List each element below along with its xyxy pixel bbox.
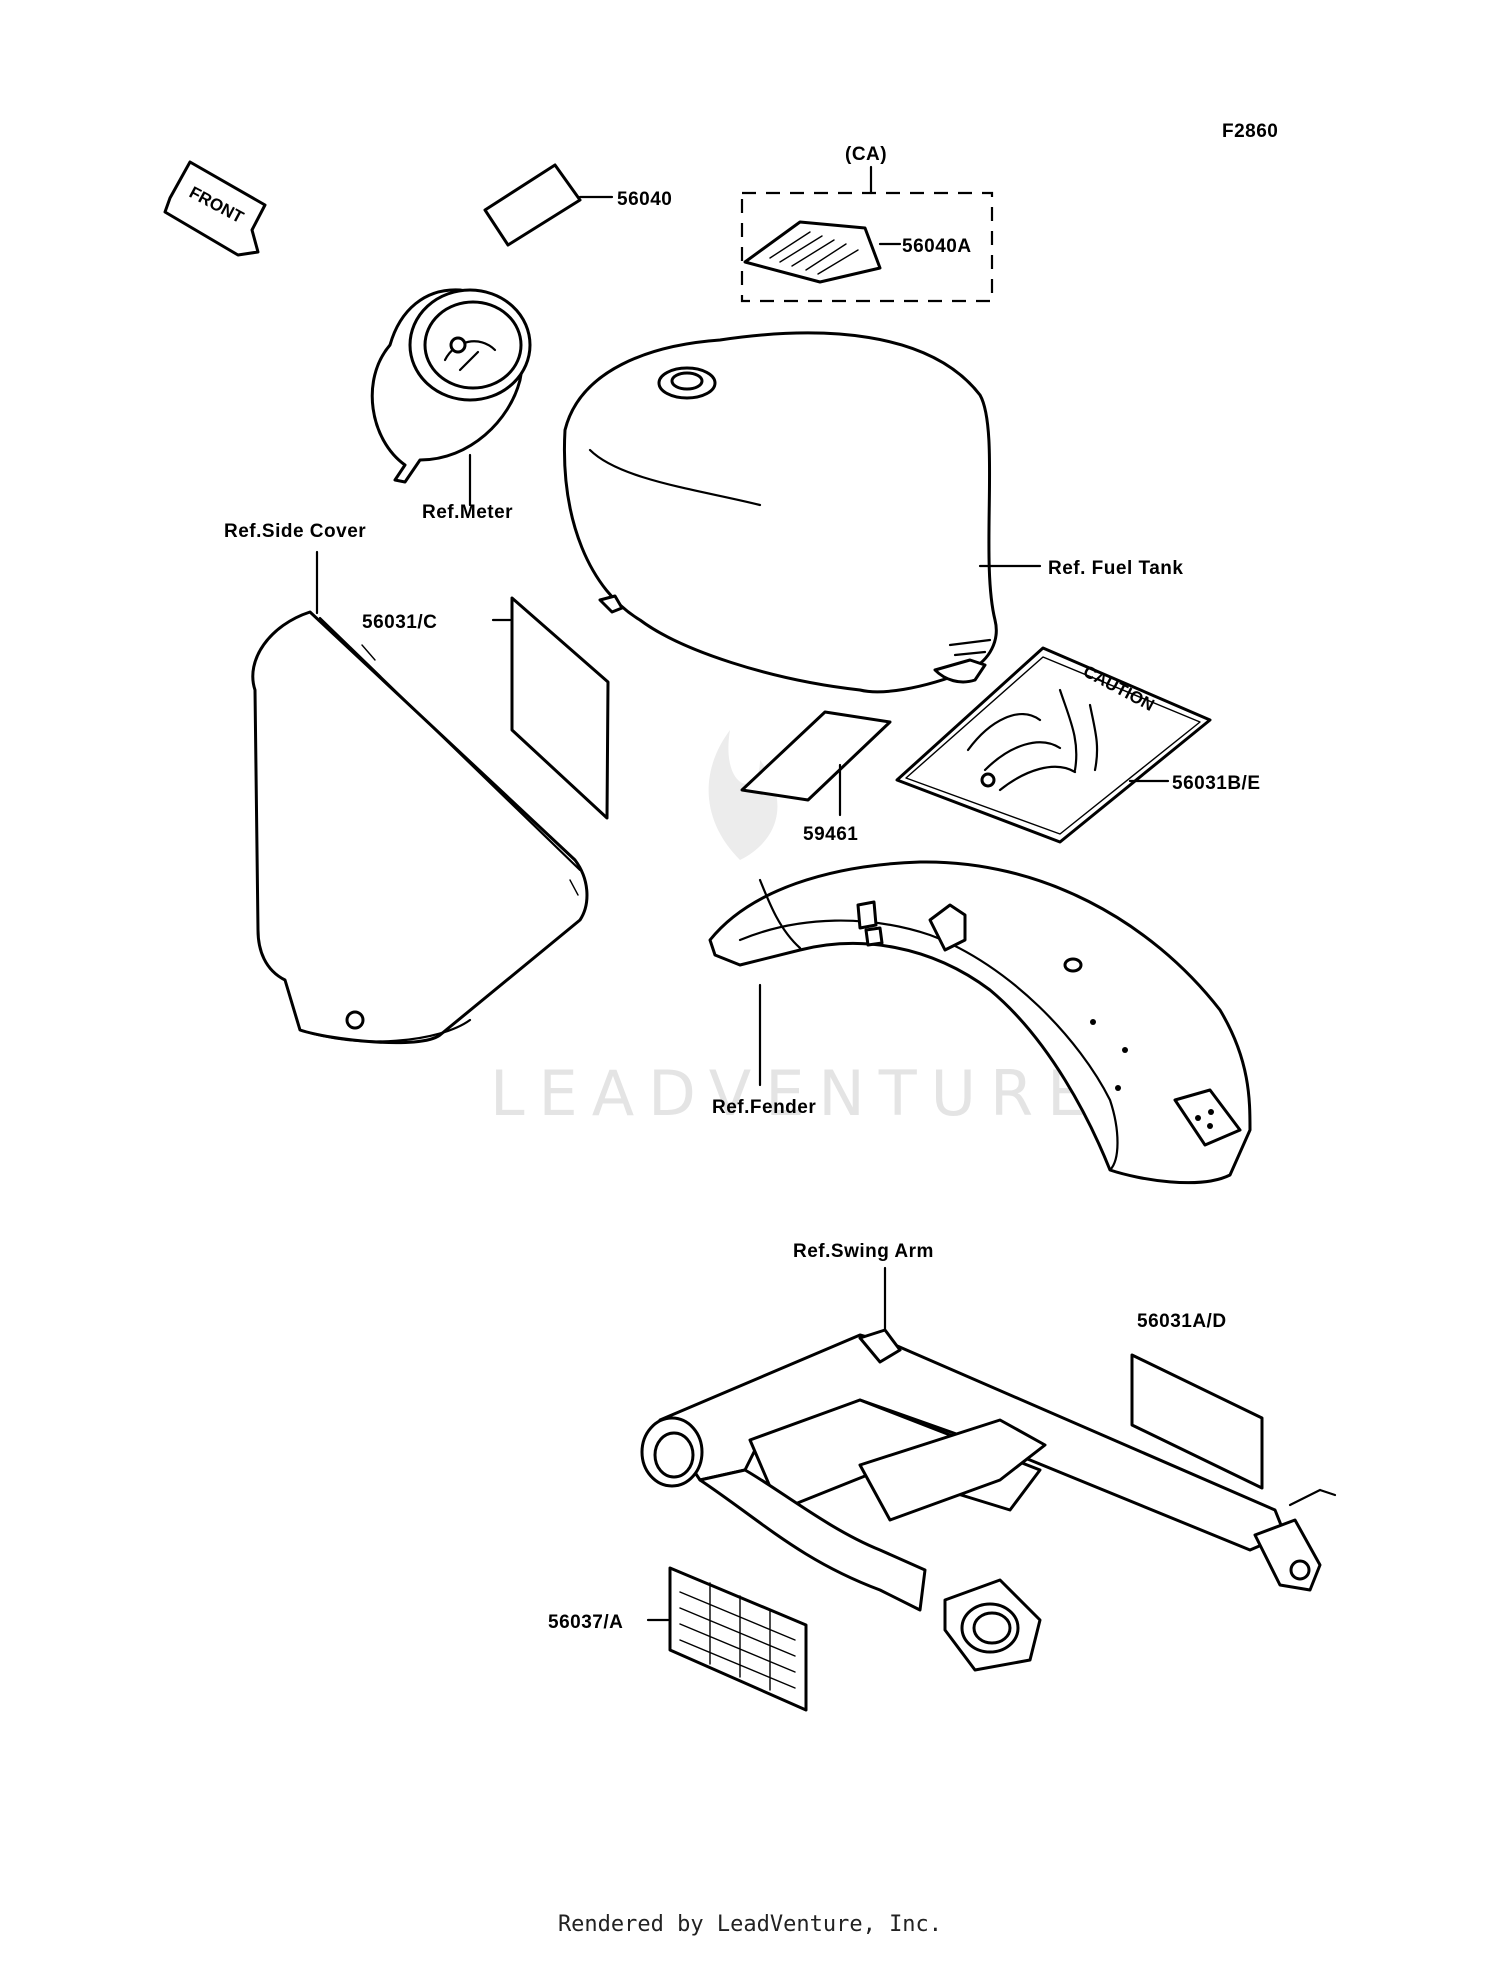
swing-arm: Ref.Swing Arm (640, 1241, 1337, 1672)
label-56037a: 56037/A (548, 1566, 808, 1712)
ref-side-cover: Ref.Side Cover (224, 521, 366, 542)
meter-assembly: Ref.Meter (370, 288, 532, 523)
label-56040a (743, 220, 882, 284)
callout-59461: 59461 (803, 824, 858, 845)
label-56031ad: 56031A/D (1130, 1311, 1264, 1490)
front-arrow-icon: FRONT (163, 160, 267, 257)
ca-group: (CA) 56040A (740, 144, 994, 303)
label-56040: 56040 (483, 163, 672, 247)
label-56031c: 56031/C (362, 596, 610, 820)
rear-fender: Ref.Fender (708, 860, 1252, 1185)
footer-credit: Rendered by LeadVenture, Inc. (557, 1912, 943, 1937)
ref-swing-arm: Ref.Swing Arm (793, 1241, 934, 1262)
region-tag: (CA) (845, 144, 887, 165)
callout-56031c: 56031/C (362, 612, 437, 633)
ref-meter: Ref.Meter (422, 502, 513, 523)
ref-fender: Ref.Fender (712, 1097, 816, 1118)
watermark-text: LEADVENTURE (490, 1057, 1100, 1130)
callout-56031be: 56031B/E (1172, 773, 1261, 794)
watermark: LEADVENTURE (490, 730, 1100, 1130)
ref-fuel-tank: Ref. Fuel Tank (1048, 558, 1183, 579)
fuel-tank: Ref. Fuel Tank (562, 331, 1183, 694)
diagram-code: F2860 (1222, 121, 1278, 142)
label-59461: 59461 (740, 710, 892, 845)
callout-56031ad: 56031A/D (1137, 1311, 1227, 1332)
side-cover: Ref.Side Cover (224, 521, 589, 1045)
callout-56040: 56040 (617, 189, 672, 210)
callout-56037a: 56037/A (548, 1612, 623, 1633)
callout-56040a: 56040A (902, 236, 972, 257)
